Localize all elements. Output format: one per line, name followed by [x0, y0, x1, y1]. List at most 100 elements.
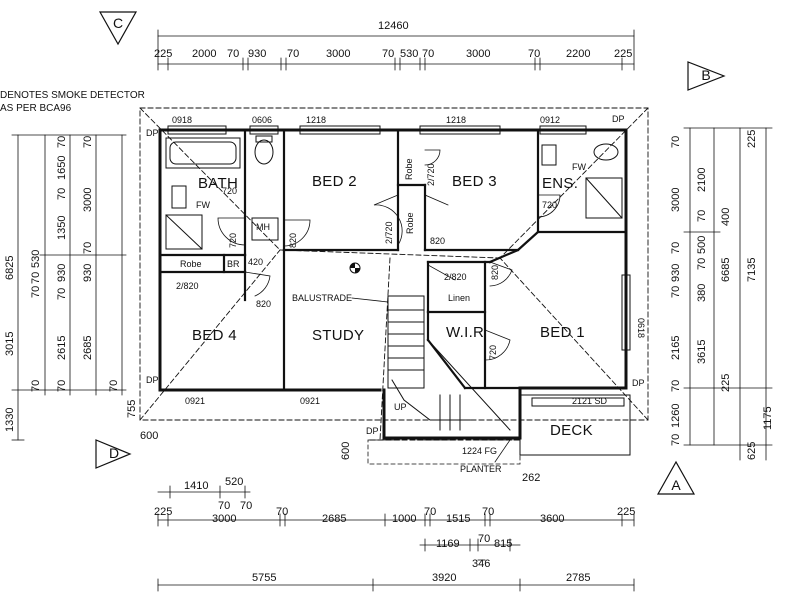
smoke-detector-note-line1: DENOTES SMOKE DETECTOR: [0, 90, 145, 101]
label-robe-bed3: Robe: [405, 212, 415, 234]
room-ens: ENS.: [542, 175, 579, 192]
label-fw-bath: FW: [196, 200, 210, 210]
dim-bottom-225-b: 225: [617, 506, 636, 518]
dim-left-70-f: 70: [56, 287, 68, 300]
dim-right-3615: 3615: [696, 339, 708, 364]
dim-left-70-i: 70: [82, 241, 94, 254]
dim-right-380: 380: [696, 283, 708, 302]
dim-right-70-d: 70: [670, 379, 682, 392]
dim-left-70-h: 70: [82, 135, 94, 148]
dim-right-2165: 2165: [670, 335, 682, 360]
dim-right-500: 500: [696, 235, 708, 254]
dim-top-12: 225: [614, 48, 633, 60]
window-1218-b: 1218: [446, 115, 467, 125]
dim-right-225-b: 225: [746, 129, 758, 148]
door-2-720-bed3: 2/720: [426, 163, 436, 186]
label-fw-ens: FW: [572, 162, 586, 172]
dim-right-225-a: 225: [720, 373, 732, 392]
balustrade-leader: [351, 297, 389, 303]
dim-top-3: 930: [248, 48, 267, 60]
dim-left-930-b: 930: [82, 263, 94, 282]
dim-bottom-346: 346: [472, 558, 491, 570]
door-820-bed2: 820: [288, 232, 298, 248]
stair: [387, 295, 511, 431]
door-820-bed4: 820: [256, 299, 272, 309]
dim-bottom-70-b: 70: [240, 500, 253, 512]
dim-top-4: 70: [287, 48, 300, 60]
smoke-detector-note-line2: AS PER BCA96: [0, 103, 72, 114]
door-820-bed1: 820: [490, 264, 500, 280]
room-deck: DECK: [550, 422, 593, 439]
dim-top-0: 225: [154, 48, 173, 60]
window-0918: 0918: [172, 115, 193, 125]
dim-left-70-b: 70: [30, 285, 42, 298]
grid-marker-c: C: [112, 15, 124, 31]
dim-top-10: 70: [528, 48, 541, 60]
label-mh: MH: [256, 222, 270, 232]
dim-left-600: 600: [140, 430, 159, 442]
dim-right-7135: 7135: [746, 257, 758, 282]
label-dp-stair: DP: [366, 426, 379, 436]
dim-left-70-a: 70: [30, 271, 42, 284]
label-dp-ne: DP: [612, 114, 625, 124]
window-0912: 0912: [540, 115, 561, 125]
dim-right-70-f: 70: [696, 209, 708, 222]
grid-marker-b: B: [701, 67, 711, 83]
dim-bottom-2685: 2685: [322, 513, 347, 525]
door-420: 420: [248, 257, 264, 267]
dim-left-1330: 1330: [4, 407, 16, 432]
window-1218-a: 1218: [306, 115, 327, 125]
label-linen: Linen: [448, 293, 471, 303]
door-2-820-linen: 2/820: [444, 272, 467, 282]
door-2-820-robe: 2/820: [176, 281, 199, 291]
dim-left-930-a: 930: [56, 263, 68, 282]
label-balustrade: BALUSTRADE: [292, 293, 353, 303]
dim-bottom-1169: 1169: [436, 538, 460, 550]
dim-top-2: 70: [227, 48, 240, 60]
dim-left-755: 755: [126, 399, 138, 418]
dim-bottom-1515: 1515: [446, 513, 471, 525]
dim-left-530: 530: [30, 249, 42, 268]
dim-bottom-3920: 3920: [432, 572, 457, 584]
dim-left-70-c: 70: [30, 379, 42, 392]
grid-marker-a: A: [671, 477, 681, 493]
dim-bottom-70-e: 70: [482, 506, 495, 518]
label-robe-bed4: Robe: [180, 259, 202, 269]
dim-top-1: 2000: [192, 48, 217, 60]
window-0606: 0606: [252, 115, 273, 125]
dim-left-3015: 3015: [4, 331, 16, 356]
label-dp-sw: DP: [146, 375, 159, 385]
dim-top-5: 3000: [326, 48, 351, 60]
room-study: STUDY: [312, 327, 365, 344]
dim-left-2685: 2685: [82, 335, 94, 360]
internal-walls: [158, 128, 628, 392]
door-720-bath-side: 720: [228, 232, 238, 248]
dim-right-400: 400: [720, 207, 732, 226]
room-bed-4: BED 4: [192, 327, 237, 344]
dim-right-1260: 1260: [670, 403, 682, 428]
dim-right-930: 930: [670, 263, 682, 282]
dim-right-1175: 1175: [762, 406, 774, 430]
room-bed-3: BED 3: [452, 173, 497, 190]
dim-bottom-815: 815: [494, 538, 513, 550]
dim-right-2100: 2100: [696, 167, 708, 192]
label-dp-nw: DP: [146, 128, 159, 138]
window-0618: 0618: [636, 318, 646, 339]
dim-right-70-e: 70: [670, 433, 682, 446]
dim-bottom-225-a: 225: [154, 506, 173, 518]
dim-bottom-70-d: 70: [424, 506, 437, 518]
dim-bottom-1410: 1410: [184, 480, 209, 492]
door-2-720-bed2: 2/720: [384, 221, 394, 244]
dimension-lines: [11, 29, 773, 592]
fixtures: [165, 135, 623, 250]
label-dp-se: DP: [632, 378, 645, 388]
dim-left-3000: 3000: [82, 187, 94, 212]
dim-bottom-5755: 5755: [252, 572, 277, 584]
dim-right-70-g: 70: [696, 257, 708, 270]
dim-bottom-1000: 1000: [392, 513, 417, 525]
dim-right-70-b: 70: [670, 241, 682, 254]
planter-leader: [494, 439, 511, 463]
label-up: UP: [394, 402, 407, 412]
dim-left-70-e: 70: [56, 187, 68, 200]
door-720-ens: 720: [542, 200, 558, 210]
